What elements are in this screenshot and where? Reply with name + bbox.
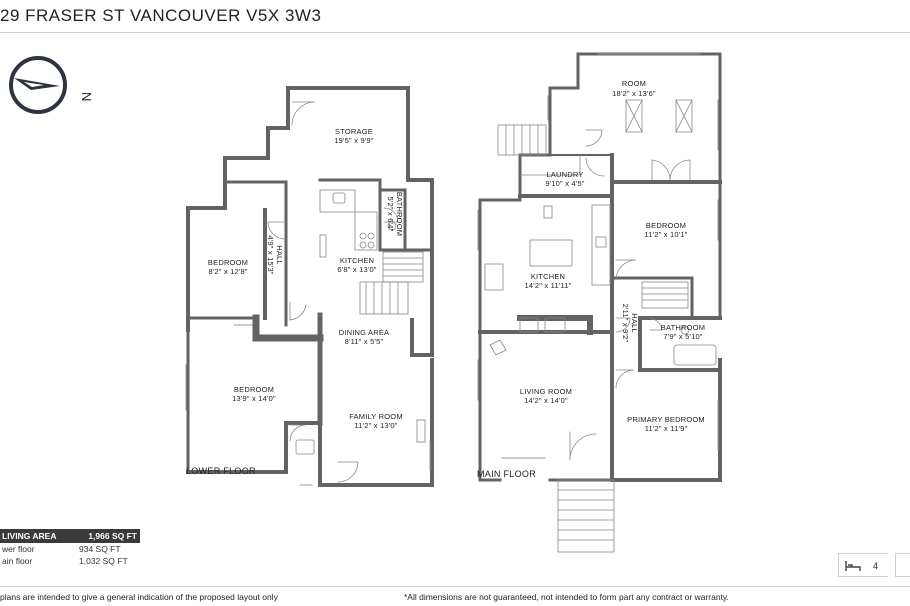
room-label-lower-hall: HALL — [275, 245, 284, 265]
room-label-family-room: FAMILY ROOM — [349, 412, 403, 421]
room-label-lower-bedroom-1: BEDROOM — [208, 258, 248, 267]
living-area-title: LIVING AREA — [2, 531, 57, 541]
compass-north-label: N — [79, 92, 94, 102]
room-label-lower-kitchen: KITCHEN — [340, 256, 374, 265]
room-dims-lower-bathroom: 5'2" x 6'4" — [386, 197, 395, 232]
living-area-total: 1,966 SQ FT — [88, 531, 137, 541]
room-dims-dining-area: 8'11" x 5'5" — [345, 337, 384, 346]
room-dims-main-bathroom: 7'9" x 5'10" — [663, 332, 702, 341]
room-label-storage: STORAGE — [335, 127, 373, 136]
area-row-value: 1,032 SQ FT — [79, 556, 128, 566]
compass-icon: N — [9, 56, 94, 114]
disclaimer-left: plans are intended to give a general ind… — [0, 592, 278, 602]
area-row-value: 934 SQ FT — [79, 544, 121, 554]
bedroom-count: 4 — [873, 561, 879, 571]
room-dims-room: 18'2" x 13'6" — [612, 89, 656, 98]
bedroom-count-badge: 4 — [838, 553, 888, 577]
room-label-main-hall: HALL — [630, 313, 639, 333]
header-divider — [0, 32, 910, 33]
main-floor-plan — [477, 52, 722, 553]
bed-icon — [845, 561, 861, 571]
room-label-main-bedroom: BEDROOM — [646, 221, 686, 230]
room-dims-lower-bedroom-1: 8'2" x 12'8" — [208, 267, 247, 276]
area-row-lower: wer floor 934 SQ FT — [0, 543, 140, 555]
room-dims-family-room: 11'2" x 13'0" — [354, 421, 397, 430]
room-dims-laundry: 9'10" x 4'5" — [545, 179, 584, 188]
lower-floor-label: LOWER FLOOR — [186, 466, 256, 476]
area-row-label: ain floor — [2, 556, 33, 566]
room-dims-storage: 19'5" x 9'9" — [334, 136, 373, 145]
area-row-main: ain floor 1,032 SQ FT — [0, 555, 140, 567]
room-label-dining-area: DINING AREA — [339, 328, 390, 337]
main-floor-labels: ROOM 18'2" x 13'6" LAUNDRY 9'10" x 4'5" … — [477, 79, 705, 479]
room-label-lower-bedroom-2: BEDROOM — [234, 385, 274, 394]
footer-divider — [0, 586, 910, 587]
room-dims-main-hall: 2'11" x 9'2" — [621, 304, 630, 343]
room-label-lower-bathroom: BATHROOM — [395, 192, 404, 236]
room-label-laundry: LAUNDRY — [546, 170, 583, 179]
room-label-main-bathroom: BATHROOM — [661, 323, 705, 332]
disclaimer-right: *All dimensions are not guaranteed, not … — [404, 592, 729, 602]
room-dims-main-kitchen: 14'2" x 11'11" — [525, 281, 572, 290]
living-area-table: LIVING AREA 1,966 SQ FT wer floor 934 SQ… — [0, 529, 140, 567]
room-label-living-room: LIVING ROOM — [520, 387, 572, 396]
room-dims-lower-kitchen: 6'8" x 13'0" — [337, 265, 376, 274]
summary-box-partial — [895, 553, 910, 577]
room-label-primary-bedroom: PRIMARY BEDROOM — [627, 415, 705, 424]
room-label-main-kitchen: KITCHEN — [531, 272, 565, 281]
room-dims-primary-bedroom: 11'2" x 11'9" — [645, 424, 688, 433]
main-floor-label: MAIN FLOOR — [477, 469, 536, 479]
lower-floor-plan — [185, 86, 434, 487]
room-dims-lower-hall: 4'9" x 15'3" — [266, 235, 275, 274]
room-dims-living-room: 14'2" x 14'0" — [524, 396, 568, 405]
living-area-header: LIVING AREA 1,966 SQ FT — [0, 529, 140, 543]
address-title: 29 FRASER ST VANCOUVER V5X 3W3 — [0, 6, 322, 25]
room-dims-lower-bedroom-2: 13'9" x 14'0" — [232, 394, 276, 403]
lower-floor-labels: STORAGE 19'5" x 9'9" BATHROOM 5'2" x 6'4… — [186, 127, 404, 476]
area-row-label: wer floor — [2, 544, 35, 554]
room-label-room: ROOM — [622, 79, 646, 88]
room-dims-main-bedroom: 11'2" x 10'1" — [644, 230, 687, 239]
